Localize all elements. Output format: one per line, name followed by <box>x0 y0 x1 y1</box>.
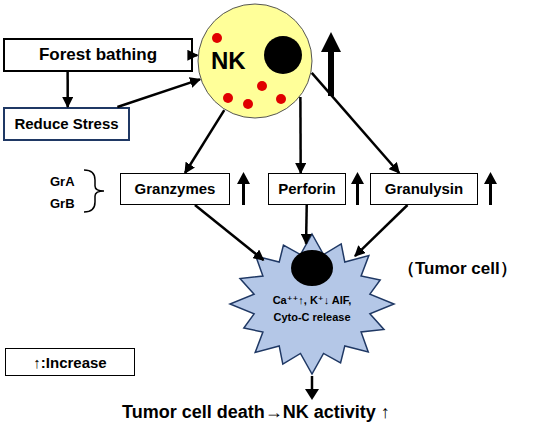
connector-arrow <box>195 205 264 260</box>
legend-box: ↑:Increase <box>5 348 135 376</box>
connector-arrow <box>66 72 69 107</box>
subtype-label: GrB <box>50 196 75 211</box>
result-arrow-head <box>305 389 319 400</box>
subtype-label: GrA <box>50 174 75 189</box>
node-label: Perforin <box>278 181 336 198</box>
connector-arrow <box>185 110 224 173</box>
increase-arrow <box>237 172 250 205</box>
node-label: NK <box>211 48 246 74</box>
tumor-cell: （Tumor cell）Ca⁺⁺↑, K⁺↓ AIF, Cyto-C relea… <box>228 232 396 376</box>
molecule-box: Perforin <box>268 173 346 205</box>
connector-arrow <box>117 79 200 107</box>
connector-arrow <box>305 205 308 244</box>
connector-arrow <box>193 54 197 57</box>
cell-circle: NK <box>197 3 313 119</box>
result-caption: Tumor cell death→NK activity ↑ <box>122 402 390 423</box>
increase-arrow <box>351 172 364 205</box>
node-label: Forest bathing <box>39 46 157 65</box>
legend-text: ↑:Increase <box>33 354 106 371</box>
cell-body <box>198 4 312 118</box>
result-arrow <box>311 376 314 390</box>
curly-bracket <box>84 170 104 212</box>
node-label: （Tumor cell） <box>398 260 517 279</box>
node-label: Granzymes <box>135 181 216 198</box>
process-box: Forest bathing <box>3 38 193 72</box>
cell-body <box>230 234 394 374</box>
connector-arrow <box>299 97 302 173</box>
molecule-box: Granulysin <box>370 173 478 205</box>
node-body-text: Ca⁺⁺↑, K⁺↓ AIF, Cyto-C release <box>272 292 352 326</box>
connector-arrow <box>312 73 399 173</box>
increase-arrow <box>321 32 341 96</box>
node-label: Reduce Stress <box>14 116 118 133</box>
increase-arrow <box>484 172 497 205</box>
connector-arrow <box>355 205 408 256</box>
process-box: Reduce Stress <box>3 107 130 141</box>
molecule-box: Granzymes <box>120 173 230 205</box>
node-label: Granulysin <box>385 181 463 198</box>
